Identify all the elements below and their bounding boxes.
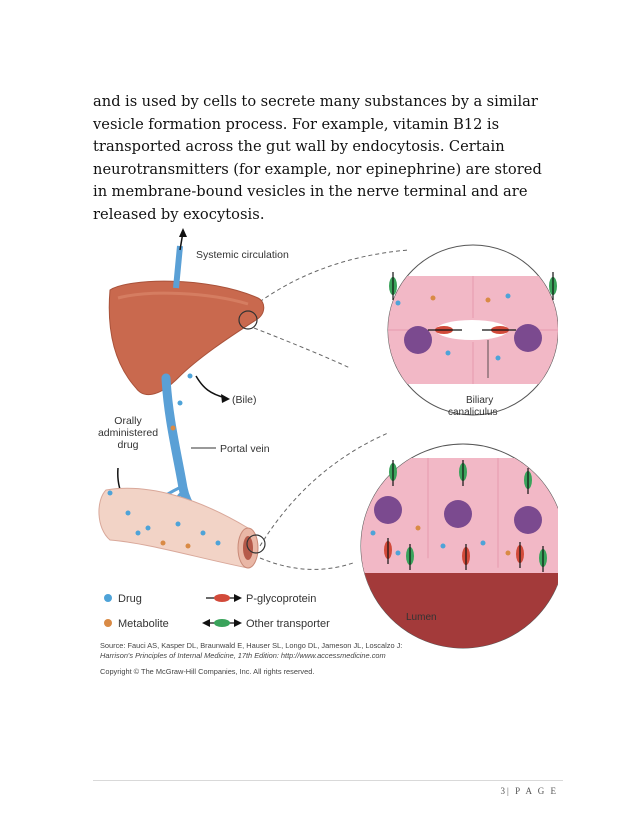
source-line-2: Harrison's Principles of Internal Medici… [100,651,386,660]
source-line-1: Source: Fauci AS, Kasper DL, Braunwald E… [100,641,402,650]
copyright-line: Copyright © The McGraw-Hill Companies, I… [100,667,314,676]
biliary-canaliculus-zoom: Biliary canaliculus [387,244,558,418]
label-orally-line2: administered [98,427,158,439]
label-biliary-line2: canaliculus [448,407,497,418]
pgp-legend-icon [214,594,230,602]
intestine-illustration [98,487,249,569]
intestinal-lumen-zoom: Lumen [360,443,558,649]
other-transporter-legend-icon [214,619,230,627]
arrow-right-icon [221,394,230,403]
label-bile: (Bile) [232,394,257,406]
page-word: P A G E [515,786,558,796]
paragraph-line: transported across the gut wall by endoc… [93,138,505,156]
intestine-zoom-circle [246,534,266,554]
legend-other-transporter: Other transporter [246,618,330,630]
metabolite-legend-icon [104,619,112,627]
legend-metabolite: Metabolite [118,618,169,630]
liver-zoom-circle [238,310,258,330]
body-paragraph: and is used by cells to secrete many sub… [93,91,563,227]
footer-divider [93,780,563,781]
paragraph-line: released by exocytosis. [93,205,265,223]
drug-legend-icon [104,594,112,602]
footer-separator: | [507,786,511,796]
liver-illustration [108,280,265,396]
label-orally-line1: Orally [114,415,142,427]
label-lumen: Lumen [406,612,437,623]
label-biliary-line1: Biliary [466,395,493,406]
arrow-up-icon [179,228,187,237]
label-portal-vein: Portal vein [220,443,270,455]
drug-particles [107,373,221,549]
page-number: 3 [500,786,507,796]
page-footer: 3| P A G E [501,786,559,796]
legend-drug: Drug [118,593,142,605]
label-systemic-circulation: Systemic circulation [196,249,289,261]
legend-pgp: P-glycoprotein [246,593,316,605]
paragraph-line: in membrane-bound vesicles in the nerve … [93,183,528,201]
label-orally-line3: drug [117,439,138,451]
drug-transport-figure: Systemic circulation Portal vein (Bile) … [88,228,558,690]
figure-legend: Drug Metabolite P-glycoprotein Other tra… [104,593,330,630]
paragraph-line: neurotransmitters (for example, nor epin… [93,160,542,178]
zoom-connector-lines [253,249,409,570]
paragraph-line: vesicle formation process. For example, … [93,115,500,133]
paragraph-line: and is used by cells to secrete many sub… [93,93,538,110]
